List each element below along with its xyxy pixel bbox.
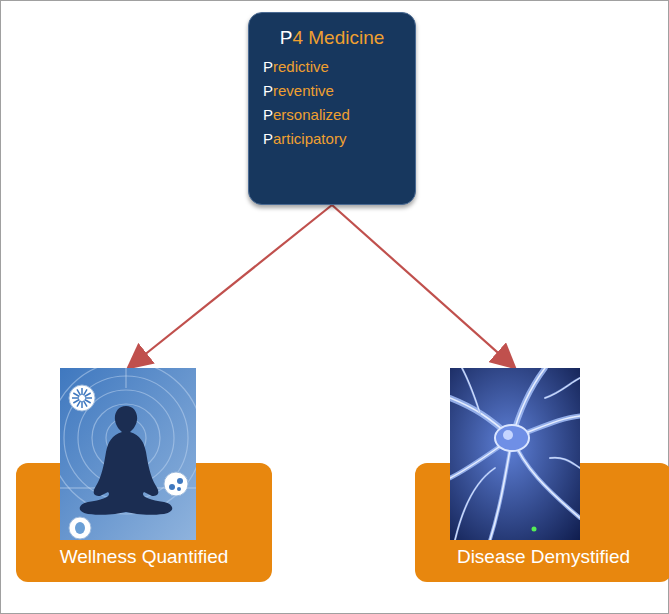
neuron-illustration xyxy=(450,368,580,540)
box-heading: P4 Medicine xyxy=(263,27,401,49)
box-item: Personalized xyxy=(263,103,401,127)
topic-box: Disease Demystified xyxy=(415,368,669,582)
connector-arrow xyxy=(332,205,515,368)
topic-label: Wellness Quantified xyxy=(16,546,272,568)
topic-box: Wellness Quantified xyxy=(16,368,272,582)
box-item: Preventive xyxy=(263,79,401,103)
wellness-illustration xyxy=(60,368,196,540)
box-item: Predictive xyxy=(263,55,401,79)
box-item: Participatory xyxy=(263,127,401,151)
topic-label: Disease Demystified xyxy=(415,546,669,568)
title-box: P4 MedicinePredictivePreventivePersonali… xyxy=(248,12,416,205)
connector-arrow xyxy=(128,205,332,368)
